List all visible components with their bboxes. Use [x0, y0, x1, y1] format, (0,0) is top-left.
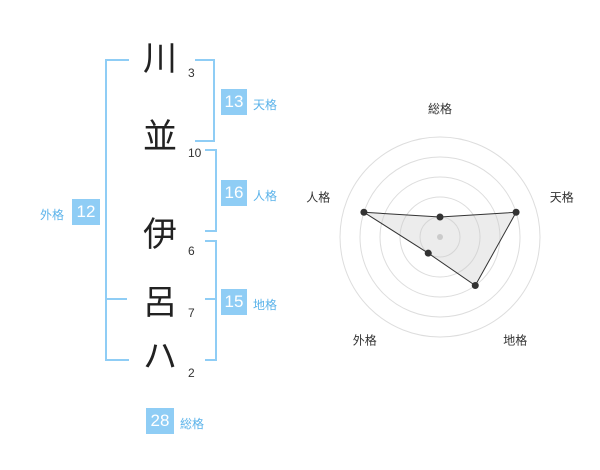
radar-center — [437, 234, 443, 240]
radar-axis-label: 総格 — [428, 101, 452, 116]
chikaku-bracket-divider — [205, 298, 215, 300]
radar-area — [363, 211, 517, 287]
name-char-1: 川 — [143, 39, 177, 79]
radar-axis-label: 人格 — [306, 189, 330, 204]
stroke-count-5: 2 — [188, 366, 195, 380]
gaikaku-value: 12 — [72, 199, 100, 225]
radar-ring — [339, 136, 541, 338]
gaikaku-label: 外格 — [40, 208, 65, 222]
radar-point-3 — [471, 282, 479, 290]
soukaku-value: 28 — [146, 408, 174, 434]
radar-ring — [399, 196, 481, 278]
radar-grid — [339, 136, 541, 338]
radar-ring — [359, 156, 521, 318]
chikaku-label: 地格 — [253, 298, 278, 312]
stroke-count-1: 3 — [188, 66, 195, 80]
name-char-4: 呂 — [143, 283, 177, 323]
name-char-3: 伊 — [143, 215, 177, 255]
name-char-5: ハ — [143, 337, 177, 377]
gaikaku-bracket — [105, 59, 129, 361]
stroke-count-4: 7 — [188, 306, 195, 320]
stroke-count-2: 10 — [188, 146, 202, 160]
tenkaku-bracket — [195, 59, 215, 142]
stroke-count-3: 6 — [188, 244, 195, 258]
chikaku-bracket — [205, 240, 217, 361]
radar-point-4 — [424, 249, 432, 257]
radar-axis-label: 外格 — [353, 333, 377, 348]
jinkaku-bracket — [205, 149, 217, 232]
gaikaku-bracket-divider — [105, 298, 127, 300]
radar-point-5 — [360, 208, 368, 216]
jinkaku-value: 16 — [221, 180, 247, 206]
soukaku-label: 総格 — [180, 417, 205, 431]
radar-point-1 — [436, 213, 444, 221]
chikaku-value: 15 — [221, 289, 247, 315]
tenkaku-label: 天格 — [253, 98, 278, 112]
radar-series — [360, 208, 520, 290]
jinkaku-label: 人格 — [253, 189, 278, 203]
radar-axis-label: 地格 — [503, 333, 527, 348]
name-char-2: 並 — [143, 117, 177, 157]
radar-point-2 — [512, 208, 520, 216]
radar-ring — [379, 176, 501, 298]
radar-axis-label: 天格 — [550, 189, 574, 204]
tenkaku-value: 13 — [221, 89, 247, 115]
